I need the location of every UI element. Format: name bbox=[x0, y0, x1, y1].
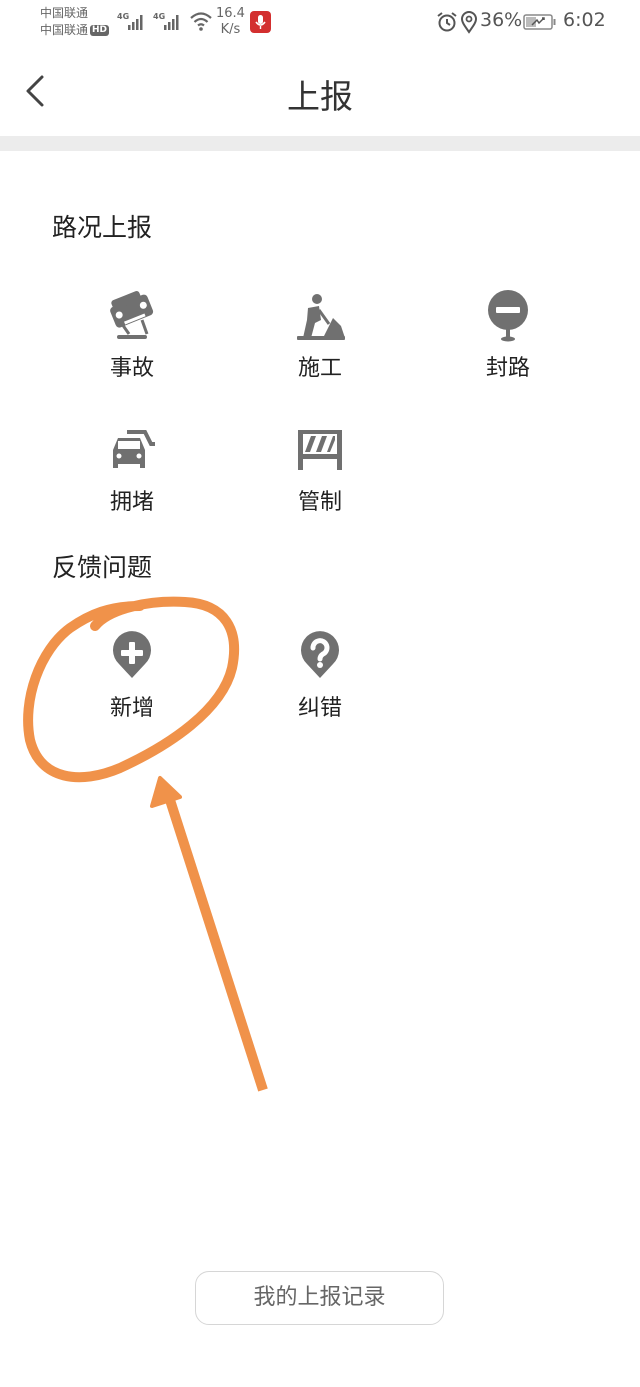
section-title-road-report: 路况上报 bbox=[52, 213, 153, 242]
location-icon bbox=[460, 11, 478, 34]
battery-charging-icon bbox=[523, 14, 556, 30]
carrier-2: 中国联通 bbox=[40, 23, 89, 37]
item-label: 管制 bbox=[297, 490, 342, 515]
report-item-accident[interactable]: 事故 bbox=[72, 290, 192, 382]
item-label: 拥堵 bbox=[109, 490, 154, 515]
hd-badge: HD bbox=[90, 25, 110, 36]
header-bar: 上报 bbox=[0, 46, 640, 136]
mic-icon bbox=[250, 11, 271, 33]
back-button[interactable] bbox=[22, 74, 52, 108]
car-accident-icon bbox=[110, 290, 154, 339]
question-pin-icon bbox=[301, 631, 339, 678]
clock: 6:02 bbox=[563, 9, 606, 31]
item-label: 新增 bbox=[109, 696, 154, 721]
signal-icon: 4G bbox=[117, 12, 143, 30]
section-title-feedback: 反馈问题 bbox=[52, 553, 153, 582]
item-label: 纠错 bbox=[297, 696, 342, 721]
report-item-construction[interactable]: 施工 bbox=[260, 290, 380, 382]
svg-text:4G: 4G bbox=[153, 12, 165, 21]
report-item-control[interactable]: 管制 bbox=[260, 424, 380, 516]
barrier-icon bbox=[298, 430, 342, 470]
road-closed-icon bbox=[488, 290, 528, 342]
report-item-road-closed[interactable]: 封路 bbox=[448, 290, 568, 382]
report-item-congestion[interactable]: 拥堵 bbox=[72, 424, 192, 516]
item-label: 封路 bbox=[485, 356, 530, 381]
carrier-1: 中国联通 bbox=[40, 6, 89, 20]
construction-worker-icon bbox=[297, 294, 345, 340]
annotation-arrow-head bbox=[150, 776, 182, 808]
item-label: 施工 bbox=[297, 356, 342, 381]
svg-text:4G: 4G bbox=[117, 12, 129, 21]
divider bbox=[0, 136, 640, 151]
alarm-icon bbox=[437, 12, 457, 32]
network-speed: 16.4 K/s bbox=[216, 6, 245, 37]
annotation-arrow-shaft bbox=[165, 798, 268, 1092]
item-label: 事故 bbox=[109, 356, 154, 381]
page-title: 上报 bbox=[287, 77, 353, 116]
traffic-jam-icon bbox=[113, 430, 155, 468]
my-records-button[interactable]: 我的上报记录 bbox=[195, 1271, 444, 1325]
chevron-left-icon bbox=[26, 75, 44, 107]
feedback-item-correct[interactable]: 纠错 bbox=[260, 630, 380, 722]
wifi-icon bbox=[190, 12, 212, 31]
add-pin-icon bbox=[113, 631, 151, 678]
feedback-item-add[interactable]: 新增 bbox=[72, 630, 192, 722]
battery-percent: 36% bbox=[480, 9, 523, 31]
signal-icon: 4G bbox=[153, 12, 179, 30]
